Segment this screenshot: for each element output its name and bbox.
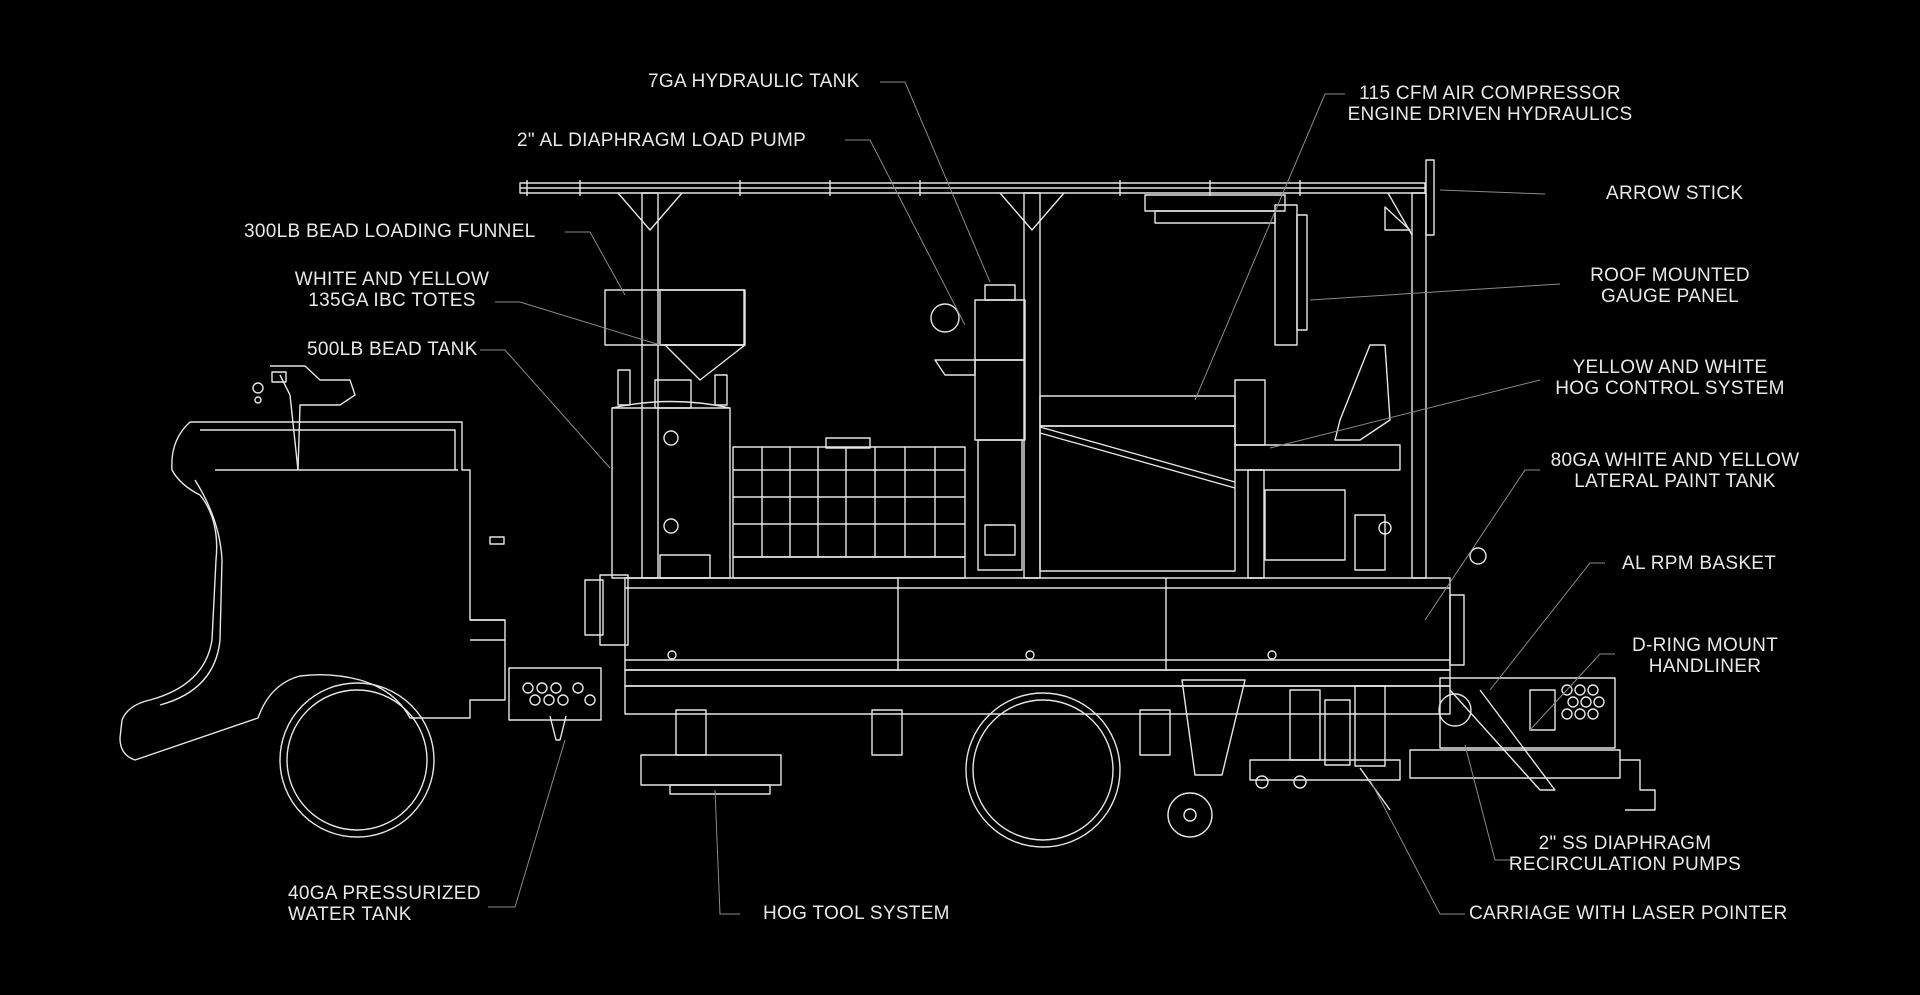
label-rpm-basket-text: AL RPM BASKET — [1622, 553, 1777, 574]
label-hog-control-line1: YELLOW AND WHITE — [1572, 357, 1768, 378]
label-bead-funnel: 300LB BEAD LOADING FUNNEL — [244, 221, 536, 242]
label-paint-tank-line1: 80GA WHITE AND YELLOW — [1550, 450, 1800, 471]
label-carriage-text: CARRIAGE WITH LASER POINTER — [1469, 903, 1788, 924]
label-air-compressor-line1: 115 CFM AIR COMPRESSOR — [1359, 83, 1621, 104]
label-gauge-panel: ROOF MOUNTED GAUGE PANEL — [1570, 265, 1770, 307]
label-ibc-totes: WHITE AND YELLOW 135GA IBC TOTES — [292, 269, 492, 311]
label-hog-control-line2: HOG CONTROL SYSTEM — [1555, 378, 1785, 399]
compressor-and-controls — [1040, 345, 1400, 578]
roof-frame — [520, 160, 1434, 578]
label-water-tank: 40GA PRESSURIZED WATER TANK — [288, 883, 481, 925]
label-water-tank-line2: WATER TANK — [288, 904, 412, 925]
label-arrow-stick-text: ARROW STICK — [1606, 183, 1744, 204]
label-hog-tool-text: HOG TOOL SYSTEM — [763, 903, 950, 924]
truck-cab — [120, 366, 601, 760]
label-handliner-line1: D-RING MOUNT — [1631, 635, 1779, 656]
label-bead-tank: 500LB BEAD TANK — [307, 339, 478, 360]
label-handliner-line2: HANDLINER — [1648, 656, 1762, 677]
label-arrow-stick: ARROW STICK — [1606, 183, 1743, 204]
leader-lines — [480, 82, 1615, 914]
label-bead-tank-text: 500LB BEAD TANK — [307, 339, 478, 360]
label-recirc-pumps-line1: 2" SS DIAPHRAGM — [1538, 833, 1712, 854]
label-gauge-panel-line1: ROOF MOUNTED — [1590, 265, 1750, 286]
label-paint-tank: 80GA WHITE AND YELLOW LATERAL PAINT TANK — [1540, 450, 1810, 492]
label-hydraulic-tank-text: 7GA HYDRAULIC TANK — [648, 71, 860, 92]
label-load-pump: 2" AL DIAPHRAGM LOAD PUMP — [517, 130, 806, 151]
label-hog-control: YELLOW AND WHITE HOG CONTROL SYSTEM — [1550, 357, 1790, 399]
label-handliner: D-RING MOUNT HANDLINER — [1620, 635, 1790, 677]
truck-bed — [585, 575, 1450, 794]
hydraulic-tank-and-pump — [931, 285, 1025, 570]
label-recirc-pumps-line2: RECIRCULATION PUMPS — [1508, 854, 1742, 875]
rear-wheel — [966, 693, 1120, 847]
label-hog-tool: HOG TOOL SYSTEM — [763, 903, 950, 924]
label-hydraulic-tank: 7GA HYDRAULIC TANK — [648, 71, 860, 92]
label-bead-funnel-text: 300LB BEAD LOADING FUNNEL — [244, 221, 536, 242]
label-recirc-pumps: 2" SS DIAPHRAGM RECIRCULATION PUMPS — [1500, 833, 1750, 875]
label-ibc-totes-line1: WHITE AND YELLOW — [294, 269, 490, 290]
label-paint-tank-line2: LATERAL PAINT TANK — [1574, 471, 1776, 492]
label-rpm-basket: AL RPM BASKET — [1622, 553, 1776, 574]
label-gauge-panel-line2: GAUGE PANEL — [1600, 286, 1740, 307]
ibc-tote — [733, 438, 965, 578]
label-load-pump-text: 2" AL DIAPHRAGM LOAD PUMP — [517, 130, 807, 151]
carriage-assembly — [1168, 680, 1400, 837]
rear-equipment — [1410, 548, 1655, 810]
label-water-tank-line1: 40GA PRESSURIZED — [288, 883, 481, 904]
label-ibc-totes-line2: 135GA IBC TOTES — [308, 290, 476, 311]
label-air-compressor: 115 CFM AIR COMPRESSOR ENGINE DRIVEN HYD… — [1340, 83, 1640, 125]
label-air-compressor-line2: ENGINE DRIVEN HYDRAULICS — [1347, 104, 1633, 125]
bead-funnel-and-tank — [605, 290, 745, 578]
front-wheel — [280, 683, 434, 837]
label-carriage: CARRIAGE WITH LASER POINTER — [1469, 903, 1787, 924]
